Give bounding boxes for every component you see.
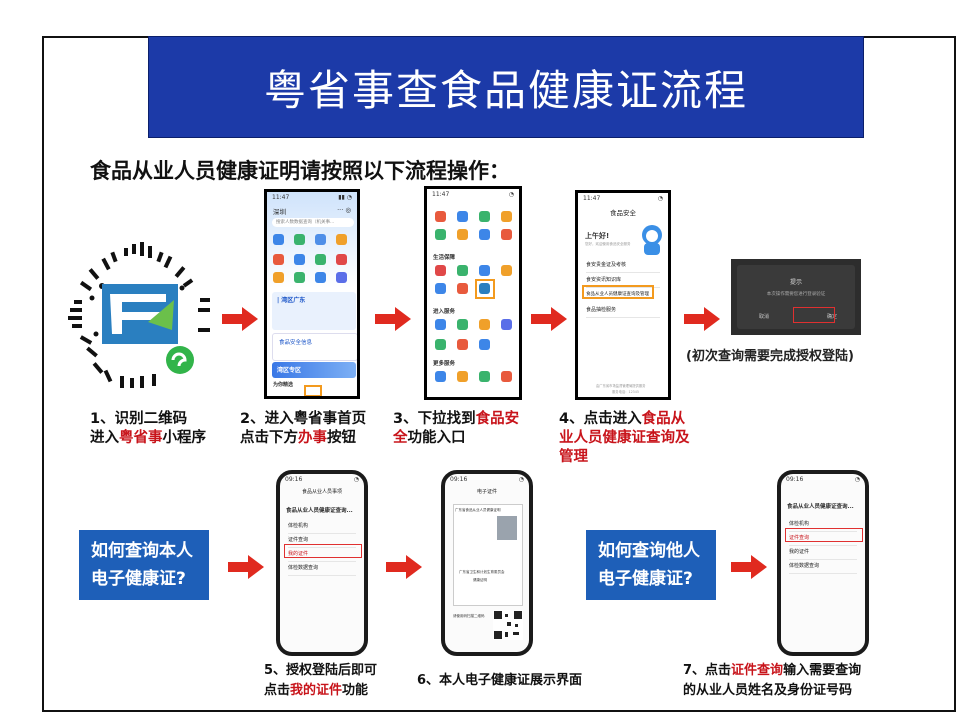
menu-exam-data[interactable]: 体检数据查询 (288, 560, 356, 576)
qr-hint: 请使用码扫描二维码 (453, 614, 485, 618)
section-enter: 进入服务 (433, 309, 456, 315)
dialog-title: 提示 (789, 279, 802, 286)
cert-title: 广东省食品从业人员健康证明 (455, 508, 501, 512)
menu-exam-data[interactable]: 体检数据查询 (789, 558, 857, 574)
search-input[interactable]: 搜索人数数据查询（机关事... (272, 218, 354, 227)
page-heading: 食品从业人员健康证查询... (787, 504, 854, 510)
menu-cert-query[interactable]: 证件查询 (288, 532, 356, 548)
menu-exam-org[interactable]: 体检机构 (288, 518, 356, 534)
bay-area-banner[interactable]: 湾区专区 (277, 367, 302, 374)
menu-item-health-cert[interactable]: 食品从业人员健康证查询及管理 (586, 292, 649, 297)
menu-my-certs[interactable]: 我的证件 (288, 546, 356, 562)
cert-query-highlight (785, 528, 863, 542)
greeting-sub: 您好，欢迎使用食品安全服务 (585, 242, 631, 246)
status-time: 11:47 (583, 195, 601, 202)
greeting: 上午好! (585, 232, 610, 240)
menu-item-1[interactable]: 食安贵金证及考核 (586, 257, 660, 273)
cert-qr-icon (493, 610, 523, 640)
auth-note: (初次查询需要完成授权登陆) (686, 349, 854, 364)
arrow-5-icon (228, 555, 264, 579)
step-2-caption: 2、进入粤省事首页 点击下方办事按钮 (240, 411, 367, 446)
page-title: 粤省事查食品健康证流程 (263, 65, 748, 115)
arrow-6-icon (386, 555, 422, 579)
menu-cert-query[interactable]: 证件查询 (789, 530, 857, 546)
subtitle: 食品从业人员健康证明请按照以下流程操作： (90, 158, 510, 183)
section-life: 生活保障 (433, 255, 456, 261)
screenshot-food-safety: 11:47◔ 食品安全 上午好! 您好，欢迎使用食品安全服务 食安贵金证及考核 … (575, 190, 671, 400)
menu-item-2[interactable]: 食安资讯知识库 (586, 272, 660, 288)
menu-item-4[interactable]: 食品抽检服务 (586, 302, 660, 318)
footer-provider: 由广东省市场监督管理局提供服务 (596, 384, 646, 388)
step-1-caption: 1、识别二维码 进入粤省事小程序 (90, 411, 206, 446)
section-more: 更多服务 (433, 361, 456, 367)
cert-sub: 健康证明 (473, 578, 487, 582)
banner-title[interactable]: 食品安全信息 (279, 340, 313, 346)
page-header: 食品从业人员事项 (301, 489, 342, 495)
status-time: 09:16 (285, 476, 303, 483)
status-time: 09:16 (786, 476, 804, 483)
dialog-confirm-button[interactable]: 确定 (827, 314, 838, 320)
my-certs-highlight (284, 544, 362, 558)
food-safety-entry-highlight[interactable] (475, 279, 495, 299)
screenshot-service-list: 11:47◔ 生活保障 进入服务 更多服务 (424, 186, 522, 400)
footer-phone: 服务电话：12345 (612, 390, 639, 394)
food-safety-header: 食品安全 (610, 209, 636, 217)
step-7-caption: 7、点击证件查询输入需要查询 的从业人员姓名及身份证号码 (683, 663, 862, 698)
arrow-7-icon (731, 555, 767, 579)
screenshot-electronic-cert: 09:16◔ 电子证件 广东省食品从业人员健康证明 广东省卫生和计划生育委员会 … (441, 470, 533, 656)
service-tab-highlight[interactable] (304, 385, 322, 396)
dialog-body: 本次操作需要您进行登录验证 (766, 292, 826, 297)
page-heading: 食品从业人员健康证查询... (286, 508, 353, 514)
screenshot-cert-query: 09:16◔ 食品从业人员健康证查询... 体检机构 证件查询 我的证件 体检数… (777, 470, 869, 656)
dialog-cancel-button[interactable]: 取消 (759, 314, 770, 320)
auth-dialog-screenshot: 提示 本次操作需要您进行登录验证 取消 确定 (731, 259, 861, 335)
cert-org: 广东省卫生和计划生育委员会 (459, 570, 505, 574)
step-3-caption: 3、下拉找到食品安 全功能入口 (393, 411, 520, 446)
how-to-query-others-box: 如何查询他人电子健康证? (586, 530, 716, 600)
arrow-1-icon (222, 307, 258, 331)
step-4-caption: 4、点击进入食品从 业人员健康证查询及 管理 (559, 411, 690, 465)
step-6-caption: 6、本人电子健康证展示界面 (417, 673, 583, 688)
recommend-label: 为你精选 (273, 382, 294, 388)
health-cert-highlight (582, 285, 654, 299)
confirm-highlight (793, 307, 835, 323)
status-time: 11:47 (432, 191, 450, 198)
arrow-4-icon (684, 307, 720, 331)
city-selector[interactable]: 深圳 (273, 208, 286, 216)
mini-program-qr-code[interactable] (62, 238, 218, 394)
status-time: 11:47 (272, 194, 290, 201)
step-5-caption: 5、授权登陆后即可 点击我的证件功能 (264, 663, 378, 698)
how-to-query-self-box: 如何查询本人电子健康证? (79, 530, 209, 600)
screenshot-home: 11:47▮▮ ◔ 深圳··· ◎ 搜索人数数据查询（机关事... | 湾区广东… (264, 189, 360, 399)
title-banner: 粤省事查食品健康证流程 (148, 36, 864, 138)
section-title: | 湾区广东 (277, 297, 306, 304)
menu-my-certs[interactable]: 我的证件 (789, 544, 857, 560)
mascot-icon (642, 225, 662, 255)
arrow-2-icon (375, 307, 411, 331)
screenshot-my-certificates: 09:16◔ 食品从业人员事项 食品从业人员健康证查询... 体检机构 证件查询… (276, 470, 368, 656)
page-header: 电子证件 (476, 489, 497, 495)
arrow-3-icon (531, 307, 567, 331)
menu-exam-org[interactable]: 体检机构 (789, 516, 857, 532)
status-time: 09:16 (450, 476, 468, 483)
